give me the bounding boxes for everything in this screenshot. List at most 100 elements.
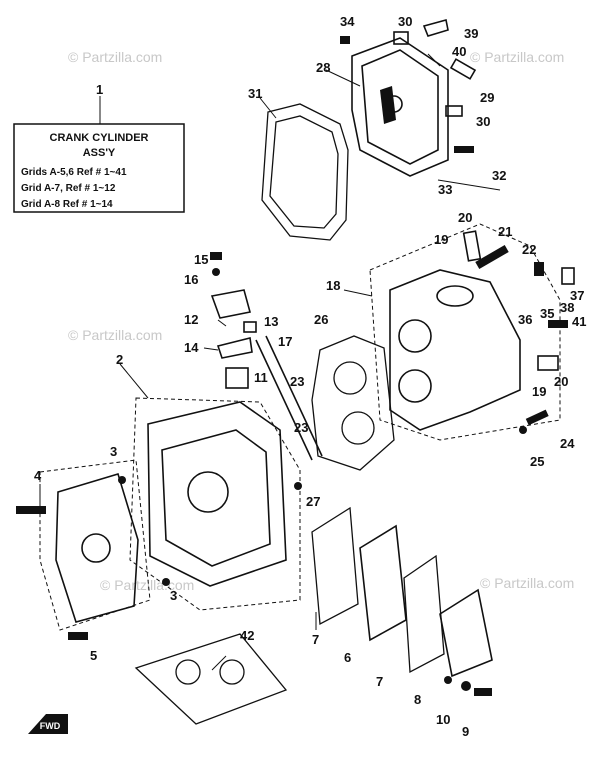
crankcase-bore xyxy=(187,471,229,513)
bottom-gasket-hole-1 xyxy=(175,659,201,685)
callout-27: 27 xyxy=(306,494,320,509)
sleeve-19b-part xyxy=(537,355,559,371)
thermostat-gasket-14-part xyxy=(216,337,253,359)
plug-30b-part xyxy=(445,105,463,117)
thermostat-11-part xyxy=(225,367,249,389)
callout-4: 4 xyxy=(34,468,42,483)
assembly-reference-box: 1 CRANK CYLINDER ASS'Y Grids A-5,6 Ref #… xyxy=(13,82,185,213)
washer-25-part xyxy=(519,426,527,434)
head-cover-part xyxy=(351,37,449,177)
callout-35: 35 xyxy=(540,306,554,321)
exhaust-cover-part xyxy=(439,588,493,678)
cylinder-head-port xyxy=(436,285,474,307)
bolt-24-part xyxy=(525,409,549,426)
bolt-34-part xyxy=(340,36,350,44)
nut-22-part xyxy=(534,262,544,276)
watermark-layer: © Partzilla.com © Partzilla.com © Partzi… xyxy=(68,49,574,593)
callout-23: 23 xyxy=(290,374,304,389)
callout-16: 16 xyxy=(184,272,198,287)
callout-23: 23 xyxy=(294,420,308,435)
callout-14: 14 xyxy=(184,340,199,355)
plug-41-part xyxy=(548,320,568,328)
callout-18: 18 xyxy=(326,278,340,293)
hose-17-part xyxy=(255,339,313,461)
cylinder-head-bore-lower xyxy=(398,369,432,403)
callout-1: 1 xyxy=(96,82,103,97)
callout-15: 15 xyxy=(194,252,208,267)
callout-7: 7 xyxy=(312,632,319,647)
callout-6: 6 xyxy=(344,650,351,665)
callout-20: 20 xyxy=(554,374,568,389)
watermark: © Partzilla.com xyxy=(68,49,162,65)
crankcase-half-part xyxy=(55,473,139,623)
head-hardware xyxy=(462,230,575,434)
callout-9: 9 xyxy=(462,724,469,739)
exhaust-cover-group xyxy=(311,506,493,696)
head-cover-inner xyxy=(361,49,439,165)
callout-42: 42 xyxy=(240,628,254,643)
callout-13: 13 xyxy=(264,314,278,329)
cover-gasket-inner xyxy=(269,115,339,229)
crankcase-dashed-outline xyxy=(129,397,301,611)
sensor-37-part xyxy=(561,267,575,285)
callout-10: 10 xyxy=(436,712,450,727)
bolt-4-part xyxy=(16,506,46,514)
head-gasket-hole-upper xyxy=(333,361,367,395)
washer-8-part xyxy=(444,676,452,684)
dowel-3a-part xyxy=(118,476,126,484)
bottom-gasket-hole-2 xyxy=(219,659,245,685)
callout-7: 7 xyxy=(376,674,383,689)
bolt-9-part xyxy=(474,688,492,696)
thermostat-cover-12-part xyxy=(210,289,251,319)
assembly-box-frame xyxy=(13,123,185,213)
bolt-21-part xyxy=(475,245,509,269)
assembly-grid-line: Grid A-8 Ref # 1~14 xyxy=(21,199,113,210)
washer-16-part xyxy=(212,268,220,276)
grommet-13-part xyxy=(243,321,257,333)
leader-lines xyxy=(39,53,501,671)
callout-21: 21 xyxy=(498,224,512,239)
callout-5: 5 xyxy=(90,648,97,663)
spring-39-part xyxy=(422,19,449,37)
assembly-subtitle: ASS'Y xyxy=(83,147,116,159)
bottom-gasket-part xyxy=(134,633,288,725)
forward-direction-badge: FWD xyxy=(28,714,68,734)
callout-11: 11 xyxy=(254,370,268,385)
head-gasket-part xyxy=(311,335,395,471)
watermark: © Partzilla.com xyxy=(100,577,194,593)
callout-20: 20 xyxy=(458,210,472,225)
cylinder-head-dashed-outline xyxy=(369,223,561,441)
callout-36: 36 xyxy=(518,312,532,327)
forward-arrow-icon xyxy=(28,714,68,734)
assembly-title: CRANK CYLINDER xyxy=(50,132,149,144)
fitting-29-part xyxy=(449,58,477,80)
watermark: © Partzilla.com xyxy=(470,49,564,65)
cover-gasket-part xyxy=(261,103,349,241)
dowel-27-part xyxy=(294,482,302,490)
callout-31: 31 xyxy=(248,86,262,101)
crankcase-half-dashed-outline xyxy=(39,459,151,631)
head-cover-rib xyxy=(380,86,396,124)
gasket-7b-part xyxy=(403,554,445,674)
crankcase-part xyxy=(147,401,287,587)
callout-19: 19 xyxy=(532,384,546,399)
callout-34: 34 xyxy=(340,14,355,29)
plate-6-part xyxy=(359,524,407,642)
assembly-grid-line: Grid A-7, Ref # 1~12 xyxy=(21,183,116,194)
thermostat-group xyxy=(210,252,323,461)
callout-39: 39 xyxy=(464,26,478,41)
callout-17: 17 xyxy=(278,334,292,349)
callout-29: 29 xyxy=(480,90,494,105)
callout-26: 26 xyxy=(314,312,328,327)
forward-label: FWD xyxy=(40,721,61,731)
callout-3: 3 xyxy=(110,444,117,459)
plug-30-part xyxy=(393,31,409,45)
head-gasket-hole-lower xyxy=(341,411,375,445)
callout-12: 12 xyxy=(184,312,198,327)
callout-25: 25 xyxy=(530,454,544,469)
callout-22: 22 xyxy=(522,242,536,257)
gasket-7a-part xyxy=(311,506,359,626)
assembly-grid-line: Grids A-5,6 Ref # 1~41 xyxy=(21,167,127,178)
callout-24: 24 xyxy=(560,436,575,451)
